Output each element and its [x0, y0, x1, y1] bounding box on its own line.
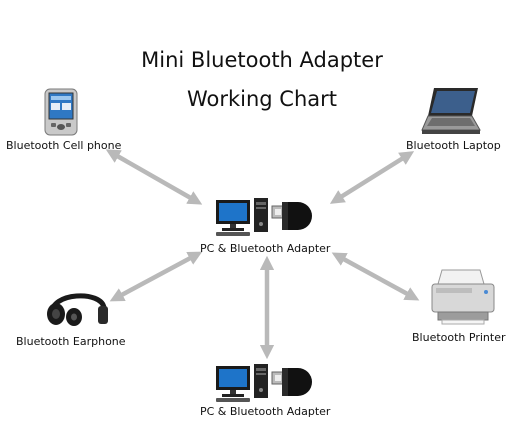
cell-phone-icon — [44, 88, 78, 136]
chart-title-line-2: Working Chart — [186, 87, 338, 111]
pc-adapter-icon-bottom — [214, 362, 320, 404]
earphone-icon — [44, 284, 110, 330]
printer-icon — [428, 268, 498, 326]
arrow-printer-pc — [331, 252, 420, 301]
chart-title-line-1: Mini Bluetooth Adapter — [141, 48, 383, 72]
cell-phone-label: Bluetooth Cell phone — [6, 139, 122, 152]
printer-label: Bluetooth Printer — [412, 331, 506, 344]
laptop-icon — [420, 86, 482, 136]
pc-adapter-center-label: PC & Bluetooth Adapter — [200, 242, 331, 255]
arrow-cellphone-pc — [105, 149, 203, 205]
laptop-label: Bluetooth Laptop — [406, 139, 501, 152]
arrow-earphone-pc — [109, 251, 203, 302]
earphone-label: Bluetooth Earphone — [16, 335, 126, 348]
pc-adapter-bottom-label: PC & Bluetooth Adapter — [200, 405, 331, 418]
pc-adapter-icon-center — [214, 196, 320, 238]
arrow-laptop-pc — [329, 151, 415, 204]
